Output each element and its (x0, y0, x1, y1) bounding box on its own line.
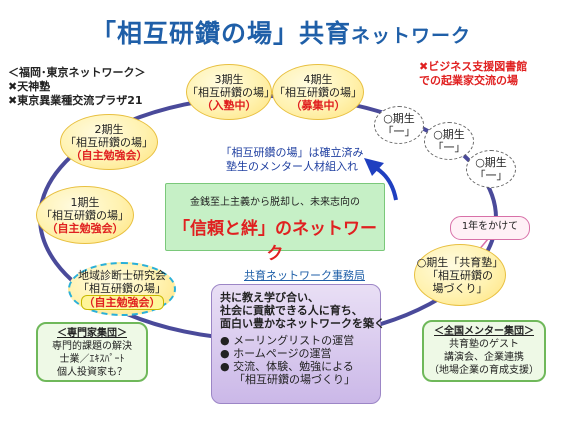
office-task: ● 交流、体験、勉強による (220, 360, 354, 373)
trust-network-sub: 金銭至上主義から脱却し、未来志向の (190, 197, 360, 208)
node-kyoiku-juku: ○期生「共育塾」 「相互研鑽の 場づくり」 (414, 244, 506, 306)
one-year-bubble: 1年をかけて (450, 216, 530, 240)
office-box: 共に教え学び合い、 社会に貢献できる人に育ち、 面白い豊かなネットワークを築く … (211, 284, 385, 404)
expert-group-body: 専門的課題の解決 士業／ｴｷｽﾊﾟｰﾄ 個人投資家も？ (52, 341, 132, 378)
node-gen1: 1期生 「相互研鑽の場」 （自主勉強会） (36, 186, 134, 244)
expert-group-title: ＜専門家集団＞ (57, 328, 127, 339)
node-future-3: ○期生 「一」 (466, 150, 516, 188)
mentor-group-box: ＜全国メンター集団＞ 共育塾のゲスト 講演会、企業連携 （地場企業の育成支援） (422, 320, 546, 382)
node-research-group: 地域診断士研究会 「相互研鑽の場」 （自主勉強会） (68, 262, 176, 316)
office-label: 共育ネットワーク事務局 (244, 269, 365, 282)
mentor-group-title: ＜全国メンター集団＞ (434, 326, 534, 337)
expert-group-box: ＜専門家集団＞ 専門的課題の解決 士業／ｴｷｽﾊﾟｰﾄ 個人投資家も？ (36, 322, 148, 382)
trust-network-title: 「信頼と絆」のネットワーク (173, 219, 377, 264)
network-list-fukuoka-tokyo: ＜福岡･東京ネットワーク＞ ✖天神塾 ✖東京異業種交流プラザ21 (8, 66, 146, 107)
node-future-2: ○期生 「一」 (424, 122, 474, 160)
established-note: 「相互研鑽の場」は確立済み 塾生のメンター人材組入れ (220, 146, 364, 173)
node-gen4: 4期生 「相互研鑽の場」 （募集中） (272, 64, 364, 120)
mentor-group-body: 共育塾のゲスト 講演会、企業連携 （地場企業の育成支援） (429, 339, 539, 376)
office-mission: 共に教え学び合い、 社会に貢献できる人に育ち、 面白い豊かなネットワークを築く (220, 291, 385, 330)
node-gen3: 3期生 「相互研鑽の場」 （入塾中） (186, 64, 275, 120)
node-future-1: ○期生 「一」 (374, 106, 424, 144)
trust-network-box: 金銭至上主義から脱却し、未来志向の 「信頼と絆」のネットワーク (165, 183, 385, 264)
office-task-list: ● メーリングリストの運営 ● ホームページの運営 ● 交流、体験、勉強による … (220, 334, 372, 386)
office-task: ● メーリングリストの運営 (220, 334, 355, 347)
node-gen2: 2期生 「相互研鑽の場」 （自主勉強会） (60, 114, 158, 170)
page-title: 「相互研鑽の場」共育ネットワーク (90, 19, 472, 48)
office-task: 「相互研鑽の場づくり」 (234, 373, 355, 386)
business-library-note: ✖ビジネス支援図書館 での起業家交流の場 (419, 60, 528, 87)
office-task: ● ホームページの運営 (220, 347, 332, 360)
